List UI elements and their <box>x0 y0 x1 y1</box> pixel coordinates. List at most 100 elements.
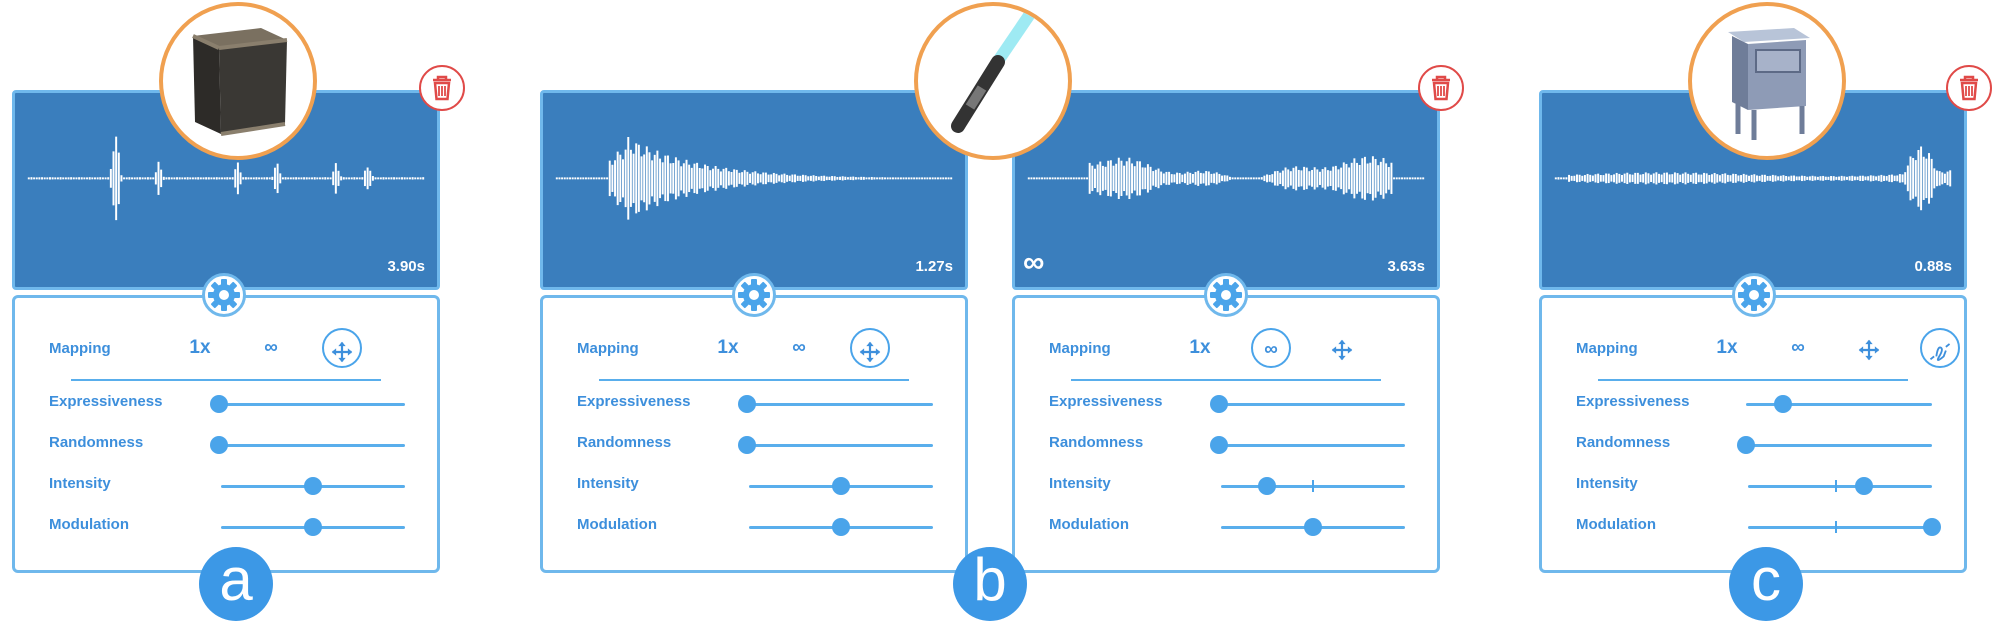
mapping-move-option[interactable] <box>322 328 362 368</box>
randomness-slider-thumb[interactable] <box>1737 436 1755 454</box>
curve-icon <box>1929 343 1951 368</box>
object-crate-thumbnail <box>159 2 317 160</box>
object-lightsaber-thumbnail <box>914 2 1072 160</box>
waveform-a <box>27 136 425 221</box>
expressiveness-slider-thumb[interactable] <box>738 395 756 413</box>
intensity-slider-thumb[interactable] <box>1854 477 1873 495</box>
expressiveness-slider-thumb[interactable] <box>1774 395 1793 413</box>
delete-trash-icon[interactable] <box>419 65 465 111</box>
mapping-loop-option[interactable]: ∞ <box>1251 328 1291 368</box>
mapping-loop-option[interactable]: ∞ <box>1791 337 1805 358</box>
modulation-slider-thumb[interactable] <box>832 518 850 536</box>
figure-label-b: b <box>953 547 1027 621</box>
waveform-card-c[interactable]: 0.88s <box>1539 90 1967 290</box>
settings-gear-icon[interactable] <box>1732 273 1776 317</box>
move-icon <box>1331 339 1353 366</box>
expressiveness-slider-track[interactable] <box>1746 403 1932 406</box>
intensity-slider-thumb[interactable] <box>832 477 850 495</box>
randomness-slider-track[interactable] <box>1219 444 1405 447</box>
move-icon <box>331 341 353 368</box>
randomness-slider-track[interactable] <box>747 444 933 447</box>
expressiveness-slider-track[interactable] <box>747 403 933 406</box>
figure-label-c: c <box>1729 547 1803 621</box>
intensity-default-marker <box>1312 480 1314 492</box>
randomness-slider-track[interactable] <box>219 444 405 447</box>
expressiveness-label: Expressiveness <box>577 393 691 410</box>
duration-label: 0.88s <box>1914 258 1952 275</box>
waveform-card-b1[interactable]: 1.27s <box>540 90 968 290</box>
mapping-divider <box>71 379 381 381</box>
randomness-label: Randomness <box>577 434 672 451</box>
waveform-b1 <box>555 137 953 220</box>
mapping-divider <box>1071 379 1381 381</box>
move-icon <box>859 341 881 368</box>
intensity-label: Intensity <box>49 475 111 492</box>
modulation-label: Modulation <box>1049 516 1129 533</box>
intensity-label: Intensity <box>1576 475 1638 492</box>
settings-gear-icon[interactable] <box>732 273 776 317</box>
figure-label-a: a <box>199 547 273 621</box>
intensity-slider-thumb[interactable] <box>304 477 322 495</box>
randomness-label: Randomness <box>49 434 144 451</box>
mapping-label: Mapping <box>49 340 111 357</box>
expressiveness-label: Expressiveness <box>1576 393 1690 410</box>
mapping-move-option[interactable] <box>1849 328 1889 368</box>
delete-trash-icon[interactable] <box>1418 65 1464 111</box>
mapping-loop-option[interactable]: ∞ <box>264 337 278 358</box>
modulation-label: Modulation <box>1576 516 1656 533</box>
waveform-c <box>1554 146 1952 211</box>
duration-label: 1.27s <box>915 258 953 275</box>
expressiveness-slider-track[interactable] <box>219 403 405 406</box>
mapping-move-option[interactable] <box>850 328 890 368</box>
mapping-once-option[interactable]: 1x <box>1189 337 1211 358</box>
randomness-slider-thumb[interactable] <box>1210 436 1228 454</box>
modulation-slider-thumb[interactable] <box>1304 518 1322 536</box>
mapping-label: Mapping <box>577 340 639 357</box>
randomness-label: Randomness <box>1049 434 1144 451</box>
intensity-default-marker <box>1835 480 1838 492</box>
waveform-card-b2[interactable]: ∞ 3.63s <box>1012 90 1440 290</box>
expressiveness-slider-thumb[interactable] <box>1210 395 1228 413</box>
intensity-label: Intensity <box>577 475 639 492</box>
expressiveness-slider-track[interactable] <box>1219 403 1405 406</box>
mapping-once-option[interactable]: 1x <box>717 337 739 358</box>
modulation-slider-track[interactable] <box>1748 526 1932 529</box>
modulation-slider-thumb[interactable] <box>1923 518 1941 536</box>
mapping-move-option[interactable] <box>1322 328 1362 368</box>
modulation-default-marker <box>1835 521 1838 533</box>
randomness-slider-track[interactable] <box>1746 444 1932 447</box>
expressiveness-slider-thumb[interactable] <box>210 395 228 413</box>
waveform-b2 <box>1027 156 1425 201</box>
mapping-curve-option[interactable] <box>1920 328 1960 368</box>
move-icon <box>1858 339 1880 366</box>
expressiveness-label: Expressiveness <box>1049 393 1163 410</box>
intensity-label: Intensity <box>1049 475 1111 492</box>
mapping-label: Mapping <box>1049 340 1111 357</box>
expressiveness-label: Expressiveness <box>49 393 163 410</box>
loop-icon: ∞ <box>1023 246 1045 279</box>
intensity-slider-thumb[interactable] <box>1258 477 1276 495</box>
duration-label: 3.90s <box>387 258 425 275</box>
settings-gear-icon[interactable] <box>202 273 246 317</box>
mapping-once-option[interactable]: 1x <box>189 337 211 358</box>
randomness-slider-thumb[interactable] <box>738 436 756 454</box>
intensity-slider-track[interactable] <box>1748 485 1932 488</box>
mapping-once-option[interactable]: 1x <box>1716 337 1738 358</box>
mapping-loop-option[interactable]: ∞ <box>792 337 806 358</box>
duration-label: 3.63s <box>1387 258 1425 275</box>
randomness-slider-thumb[interactable] <box>210 436 228 454</box>
settings-gear-icon[interactable] <box>1204 273 1248 317</box>
object-nightstand-thumbnail <box>1688 2 1846 160</box>
mapping-label: Mapping <box>1576 340 1638 357</box>
modulation-slider-thumb[interactable] <box>304 518 322 536</box>
delete-trash-icon[interactable] <box>1946 65 1992 111</box>
modulation-label: Modulation <box>49 516 129 533</box>
randomness-label: Randomness <box>1576 434 1671 451</box>
mapping-divider <box>599 379 909 381</box>
modulation-label: Modulation <box>577 516 657 533</box>
mapping-divider <box>1598 379 1908 381</box>
